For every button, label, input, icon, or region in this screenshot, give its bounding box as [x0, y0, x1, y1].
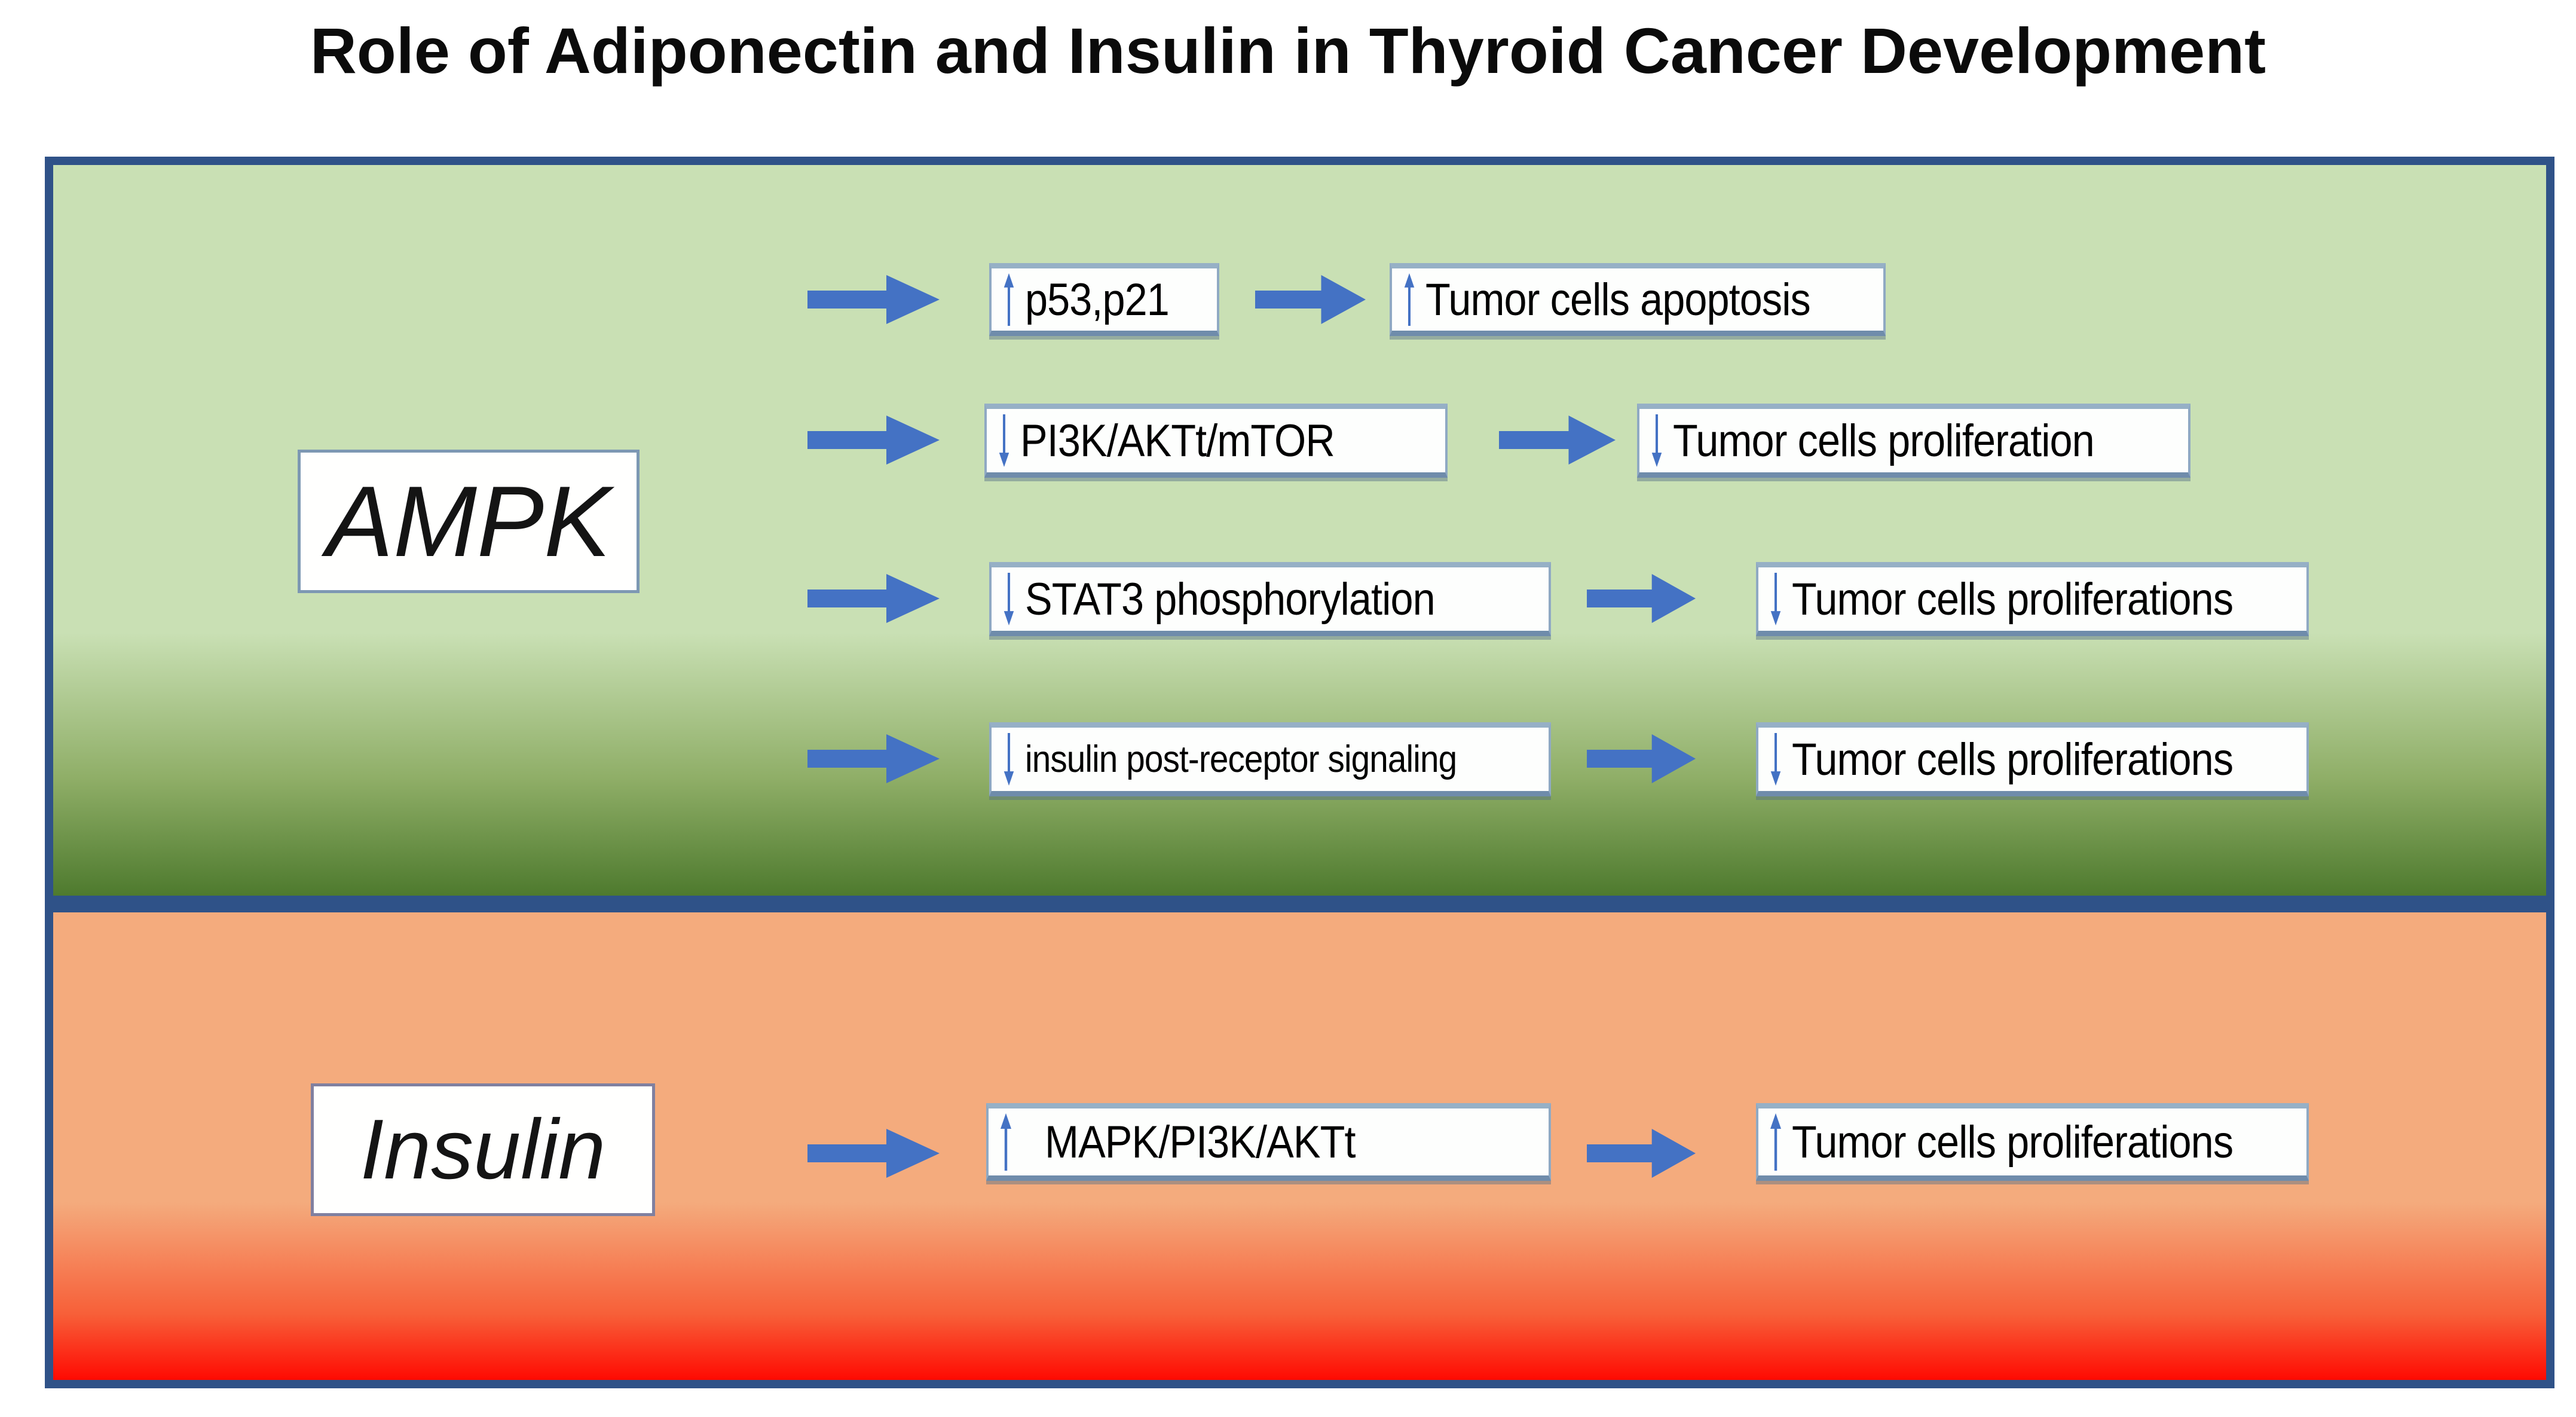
node-label: Tumor cells proliferations: [1792, 1116, 2234, 1168]
trend-arrow-icon: [1402, 273, 1417, 326]
trend-arrow-icon: [1001, 273, 1017, 326]
node-tumor-apoptosis: Tumor cells apoptosis: [1390, 263, 1886, 336]
node-tumor-proliferations: Tumor cells proliferations: [1756, 562, 2309, 636]
flow-arrow-icon: [1587, 1129, 1696, 1178]
flow-arrow-icon: [1499, 416, 1616, 465]
node-insulin-post-receptor: insulin post-receptor signaling: [989, 722, 1551, 796]
trend-arrow-icon: [1768, 573, 1783, 625]
node-label: Tumor cells apoptosis: [1425, 274, 1811, 325]
flow-arrow-icon: [807, 1129, 940, 1178]
trend-arrow-icon: [1649, 414, 1665, 467]
page-title: Role of Adiponectin and Insulin in Thyro…: [310, 14, 2266, 87]
node-tumor-proliferation: Tumor cells proliferation: [1637, 404, 2190, 478]
trend-arrow-icon: [1001, 733, 1017, 786]
node-tumor-proliferations: Tumor cells proliferations: [1756, 722, 2309, 796]
insulin-label: Insulin: [360, 1102, 606, 1197]
node-label: Tumor cells proliferations: [1792, 734, 2234, 785]
flow-arrow-icon: [1587, 574, 1696, 623]
trend-arrow-icon: [1768, 733, 1783, 786]
trend-arrow-icon: [1768, 1113, 1783, 1171]
node-label: STAT3 phosphorylation: [1025, 573, 1436, 625]
node-tumor-proliferations: Tumor cells proliferations: [1756, 1103, 2309, 1181]
flow-arrow-icon: [1255, 275, 1366, 324]
trend-arrow-icon: [1001, 573, 1017, 625]
flow-arrow-icon: [807, 416, 940, 465]
ampk-label-box: AMPK: [298, 450, 640, 593]
node-label: PI3K/AKTt/mTOR: [1020, 415, 1335, 466]
node-label: p53,p21: [1025, 274, 1170, 325]
node-pi3k-akt-mtor: PI3K/AKTt/mTOR: [984, 404, 1448, 478]
node-stat3: STAT3 phosphorylation: [989, 562, 1551, 636]
node-label: Tumor cells proliferation: [1673, 415, 2095, 466]
trend-arrow-icon: [996, 414, 1012, 467]
node-mapk-pi3k-akt: MAPK/PI3K/AKTt: [986, 1103, 1551, 1181]
flow-arrow-icon: [807, 275, 940, 324]
ampk-label: AMPK: [326, 465, 611, 578]
flow-arrow-icon: [1587, 734, 1696, 783]
flow-arrow-icon: [807, 734, 940, 783]
node-label: insulin post-receptor signaling: [1025, 738, 1457, 780]
insulin-label-box: Insulin: [311, 1083, 655, 1216]
node-label: MAPK/PI3K/AKTt: [1045, 1116, 1356, 1168]
node-label: Tumor cells proliferations: [1792, 573, 2234, 625]
trend-arrow-icon: [998, 1113, 1014, 1171]
node-p53-p21: p53,p21: [989, 263, 1219, 336]
flow-arrow-icon: [807, 574, 940, 623]
